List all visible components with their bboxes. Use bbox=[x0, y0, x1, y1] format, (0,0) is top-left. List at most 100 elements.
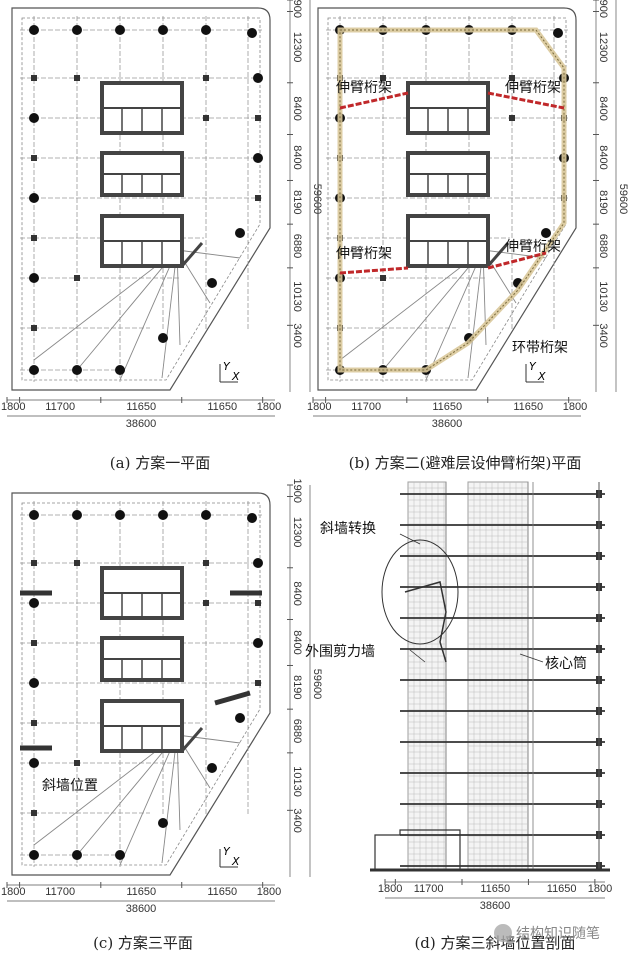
column bbox=[253, 558, 263, 568]
core-corner-wall bbox=[180, 727, 204, 752]
slab-edge-dashed bbox=[21, 502, 261, 866]
caption-a: (a) 方案一平面 bbox=[110, 454, 210, 472]
radial-beam bbox=[425, 249, 484, 381]
column-small bbox=[509, 75, 515, 81]
caption-d: (d) 方案三斜墙位置剖面 bbox=[414, 934, 575, 952]
radial-beam bbox=[176, 249, 241, 259]
dim-total-vertical: 59600 bbox=[617, 184, 629, 215]
wechat-icon bbox=[494, 924, 512, 942]
column bbox=[158, 333, 168, 343]
column-small bbox=[380, 275, 386, 281]
column bbox=[72, 510, 82, 520]
dim-vertical-label: 6880 bbox=[291, 234, 303, 258]
dim-horizontal-label: 1800 bbox=[257, 401, 281, 413]
column-small bbox=[31, 640, 37, 646]
column bbox=[29, 598, 39, 608]
dim-horizontal-label: 11650 bbox=[126, 401, 156, 413]
caption-b: (b) 方案二(避难层设伸臂桁架)平面 bbox=[349, 454, 582, 472]
column bbox=[253, 153, 263, 163]
leader-core bbox=[519, 653, 544, 663]
column bbox=[541, 228, 551, 238]
label-slanted-wall-transfer: 斜墙转换 bbox=[320, 520, 376, 537]
axis-x-label: X bbox=[231, 855, 240, 868]
label-outrigger-tr: 伸臂桁架 bbox=[505, 80, 561, 96]
radial-beam bbox=[161, 249, 178, 379]
dim-horizontal-label: 1800 bbox=[588, 883, 612, 895]
column-small bbox=[74, 560, 80, 566]
core-corner-wall bbox=[180, 242, 204, 267]
watermark-text: 结构知识随笔 bbox=[516, 925, 600, 942]
dim-vertical-label: 8400 bbox=[597, 96, 609, 120]
dim-horizontal-label: 11650 bbox=[513, 401, 543, 413]
dim-horizontal-label: 1800 bbox=[563, 401, 587, 413]
radial-beam bbox=[33, 249, 178, 361]
column-small bbox=[31, 235, 37, 241]
belt-truss bbox=[337, 27, 567, 373]
column bbox=[115, 850, 125, 860]
dim-vertical-label: 8400 bbox=[597, 145, 609, 169]
column-small bbox=[74, 75, 80, 81]
slanted-wall bbox=[214, 690, 251, 706]
column bbox=[29, 758, 39, 768]
label-perimeter-shear-wall: 外围剪力墙 bbox=[305, 644, 375, 660]
column-small bbox=[203, 560, 209, 566]
dim-total-horizontal: 38600 bbox=[126, 418, 157, 430]
slab-outline bbox=[317, 7, 577, 391]
dim-vertical-label: 8400 bbox=[291, 630, 303, 654]
dim-horizontal-label: 1800 bbox=[1, 401, 25, 413]
dim-horizontal-label: 11650 bbox=[207, 401, 237, 413]
column bbox=[247, 28, 257, 38]
plan-a: YX19001230084008400819068801013034005960… bbox=[1, 0, 323, 430]
outrigger-truss bbox=[339, 266, 409, 275]
dim-vertical-label: 8400 bbox=[291, 145, 303, 169]
plan-b: YX19001230084008400819068801013034005960… bbox=[307, 0, 629, 430]
column bbox=[72, 365, 82, 375]
column-small bbox=[509, 115, 515, 121]
column-small bbox=[31, 325, 37, 331]
radial-beam bbox=[76, 249, 178, 371]
dim-horizontal-label: 11650 bbox=[432, 401, 462, 413]
dim-vertical-label: 6880 bbox=[597, 234, 609, 258]
axis-y-label: Y bbox=[223, 845, 231, 858]
column bbox=[158, 510, 168, 520]
dim-horizontal-label: 11650 bbox=[547, 883, 577, 895]
column-small bbox=[203, 75, 209, 81]
column-small bbox=[255, 600, 261, 606]
dim-vertical-label: 12300 bbox=[597, 32, 609, 63]
dim-vertical-label: 3400 bbox=[291, 323, 303, 347]
slab-edge-dashed bbox=[327, 17, 567, 381]
dim-horizontal-label: 1800 bbox=[307, 401, 331, 413]
column bbox=[29, 25, 39, 35]
label-outrigger-bl: 伸臂桁架 bbox=[336, 246, 392, 262]
column bbox=[29, 365, 39, 375]
column-small bbox=[74, 760, 80, 766]
perimeter-wall-band bbox=[407, 481, 447, 871]
column bbox=[29, 113, 39, 123]
dim-vertical-label: 12300 bbox=[291, 517, 303, 548]
column bbox=[201, 510, 211, 520]
dim-horizontal-label: 11650 bbox=[126, 886, 156, 898]
dim-total-horizontal: 38600 bbox=[432, 418, 463, 430]
outrigger-truss bbox=[487, 251, 547, 270]
label-slanted-wall-position: 斜墙位置 bbox=[42, 778, 98, 794]
column-small bbox=[203, 115, 209, 121]
slab-outline bbox=[11, 492, 271, 876]
dim-vertical-label: 8400 bbox=[291, 96, 303, 120]
radial-beam bbox=[119, 734, 178, 866]
dim-vertical-label: 12300 bbox=[291, 32, 303, 63]
column bbox=[253, 638, 263, 648]
plan-c: YX19001230084008400819068801013034005960… bbox=[1, 479, 323, 915]
label-belt-truss: 环带桁架 bbox=[512, 340, 568, 356]
outrigger-truss bbox=[339, 91, 409, 110]
radial-beam bbox=[176, 734, 241, 744]
dim-horizontal-label: 11700 bbox=[351, 401, 381, 413]
column bbox=[115, 365, 125, 375]
column bbox=[253, 73, 263, 83]
dim-vertical-label: 3400 bbox=[597, 323, 609, 347]
dim-vertical-label: 8190 bbox=[291, 675, 303, 699]
dim-horizontal-label: 11700 bbox=[45, 886, 75, 898]
radial-beam bbox=[33, 734, 178, 846]
label-core-tube: 核心筒 bbox=[545, 655, 587, 672]
